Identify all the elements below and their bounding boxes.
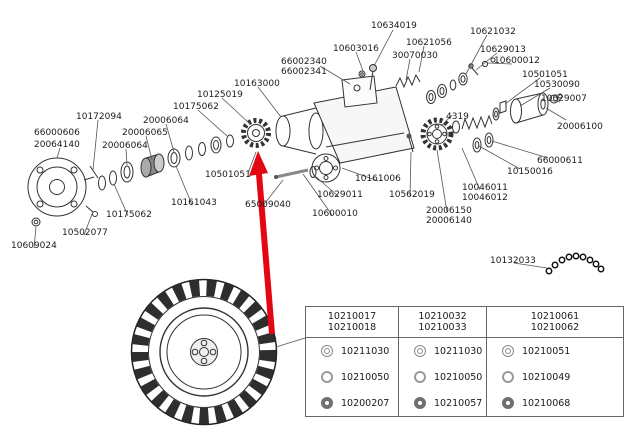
axle-housing bbox=[274, 75, 415, 183]
part-label: 66000606 bbox=[34, 128, 80, 138]
parts-table-column: 10210017 10210018 10211030 10210050 1020… bbox=[306, 307, 399, 416]
part-label: 30070030 bbox=[392, 51, 438, 61]
table-row: 10210051 bbox=[487, 338, 623, 364]
pointer-arrow bbox=[249, 151, 275, 335]
part-label: 10530090 bbox=[534, 80, 580, 90]
part-label: 10603016 bbox=[333, 44, 379, 54]
kit-header: 10210017 10210018 bbox=[306, 307, 398, 338]
part-label: 10501051 bbox=[522, 70, 568, 80]
part-label: 10609024 bbox=[11, 241, 57, 251]
parts-table: 10210017 10210018 10211030 10210050 1020… bbox=[305, 306, 624, 417]
part-label: 66002341 bbox=[281, 67, 327, 77]
axle-cylinder bbox=[510, 92, 563, 124]
part-label: 10046012 bbox=[462, 193, 508, 203]
chain-sprocket bbox=[420, 117, 454, 151]
part-label: 20006150 bbox=[426, 206, 472, 216]
part-label: 10629011 bbox=[317, 190, 363, 200]
part-label: 10150016 bbox=[507, 167, 553, 177]
part-label: 10175062 bbox=[173, 102, 219, 112]
part-number: 10200207 bbox=[341, 397, 390, 409]
table-row: 10210057 bbox=[399, 390, 486, 416]
washer-icon bbox=[414, 371, 426, 383]
seal-icon bbox=[414, 397, 426, 409]
seal-icon bbox=[321, 397, 333, 409]
bearing-icon bbox=[321, 345, 333, 357]
part-number: 10210068 bbox=[522, 397, 571, 409]
hub-flange bbox=[311, 153, 341, 183]
tension-spring bbox=[452, 100, 507, 134]
part-label: 4319 bbox=[446, 112, 469, 122]
part-label: 10161006 bbox=[355, 174, 401, 184]
part-label: 10132033 bbox=[490, 256, 536, 266]
bearing-icon bbox=[502, 345, 514, 357]
kit-number: 10210033 bbox=[418, 322, 467, 333]
part-label: 20064140 bbox=[34, 140, 80, 150]
table-row: 10210068 bbox=[487, 390, 623, 416]
part-label: 10172094 bbox=[76, 112, 122, 122]
table-row: 10210050 bbox=[399, 364, 486, 390]
part-number: 10210050 bbox=[341, 371, 390, 383]
kit-number: 10210018 bbox=[327, 322, 377, 333]
wheel-tire bbox=[130, 278, 278, 426]
part-label: 10634019 bbox=[371, 21, 417, 31]
part-number: 10211030 bbox=[434, 345, 483, 357]
kit-number: 10210061 bbox=[530, 311, 580, 322]
kit-number: 10210017 bbox=[327, 311, 377, 322]
axle-washers bbox=[98, 134, 234, 191]
table-row: 10210050 bbox=[306, 364, 398, 390]
axle-pin bbox=[275, 168, 309, 179]
part-label: 20006065 bbox=[122, 128, 168, 138]
part-label: 10125019 bbox=[197, 90, 243, 100]
leader-lines bbox=[33, 29, 567, 348]
part-label: 10163000 bbox=[234, 79, 280, 89]
part-label: 20006064 bbox=[143, 116, 189, 126]
part-number: 10210049 bbox=[522, 371, 571, 383]
part-label: 20006100 bbox=[557, 122, 603, 132]
chain-link bbox=[545, 252, 605, 275]
part-label: 65009040 bbox=[245, 200, 291, 210]
top-fasteners bbox=[358, 57, 496, 104]
kit-number: 10210062 bbox=[530, 322, 580, 333]
right-washers bbox=[472, 132, 494, 153]
part-label: 10629013 bbox=[480, 45, 526, 55]
part-label: 10501051 bbox=[205, 170, 251, 180]
part-label: 10621032 bbox=[470, 27, 516, 37]
table-row: 10211030 bbox=[399, 338, 486, 364]
bearing-icon bbox=[414, 345, 426, 357]
washer-icon bbox=[502, 371, 514, 383]
part-label: 20006064 bbox=[102, 141, 148, 151]
part-number: 10211030 bbox=[341, 345, 390, 357]
parts-table-column: 10210061 10210062 10210051 10210049 1021… bbox=[487, 307, 623, 416]
part-label: 10600012 bbox=[494, 56, 540, 66]
washer-icon bbox=[321, 371, 333, 383]
part-labels: 10634019 10603016 10621056 10621032 3007… bbox=[11, 21, 603, 266]
part-label: 66002340 bbox=[281, 57, 327, 67]
part-label: 10621056 bbox=[406, 38, 452, 48]
part-label: 10629007 bbox=[541, 94, 587, 104]
parts-table-column: 10210032 10210033 10211030 10210050 1021… bbox=[399, 307, 487, 416]
part-label: 66000611 bbox=[537, 156, 583, 166]
part-label: 10046011 bbox=[462, 183, 508, 193]
part-label: 10502077 bbox=[62, 228, 108, 238]
seal-icon bbox=[502, 397, 514, 409]
part-number: 10210050 bbox=[434, 371, 483, 383]
wheel-hub bbox=[27, 157, 99, 227]
part-label: 10161043 bbox=[171, 198, 217, 208]
part-label: 20006140 bbox=[426, 216, 472, 226]
part-label: 10600010 bbox=[312, 209, 358, 219]
kit-number: 10210032 bbox=[418, 311, 467, 322]
table-row: 10211030 bbox=[306, 338, 398, 364]
part-label: 10562019 bbox=[389, 190, 435, 200]
kit-header: 10210032 10210033 bbox=[399, 307, 486, 338]
kit-header: 10210061 10210062 bbox=[487, 307, 623, 338]
table-row: 10210049 bbox=[487, 364, 623, 390]
table-row: 10200207 bbox=[306, 390, 398, 416]
part-label: 10175062 bbox=[106, 210, 152, 220]
part-number: 10210057 bbox=[434, 397, 483, 409]
drive-sprocket bbox=[241, 118, 271, 148]
part-number: 10210051 bbox=[522, 345, 571, 357]
